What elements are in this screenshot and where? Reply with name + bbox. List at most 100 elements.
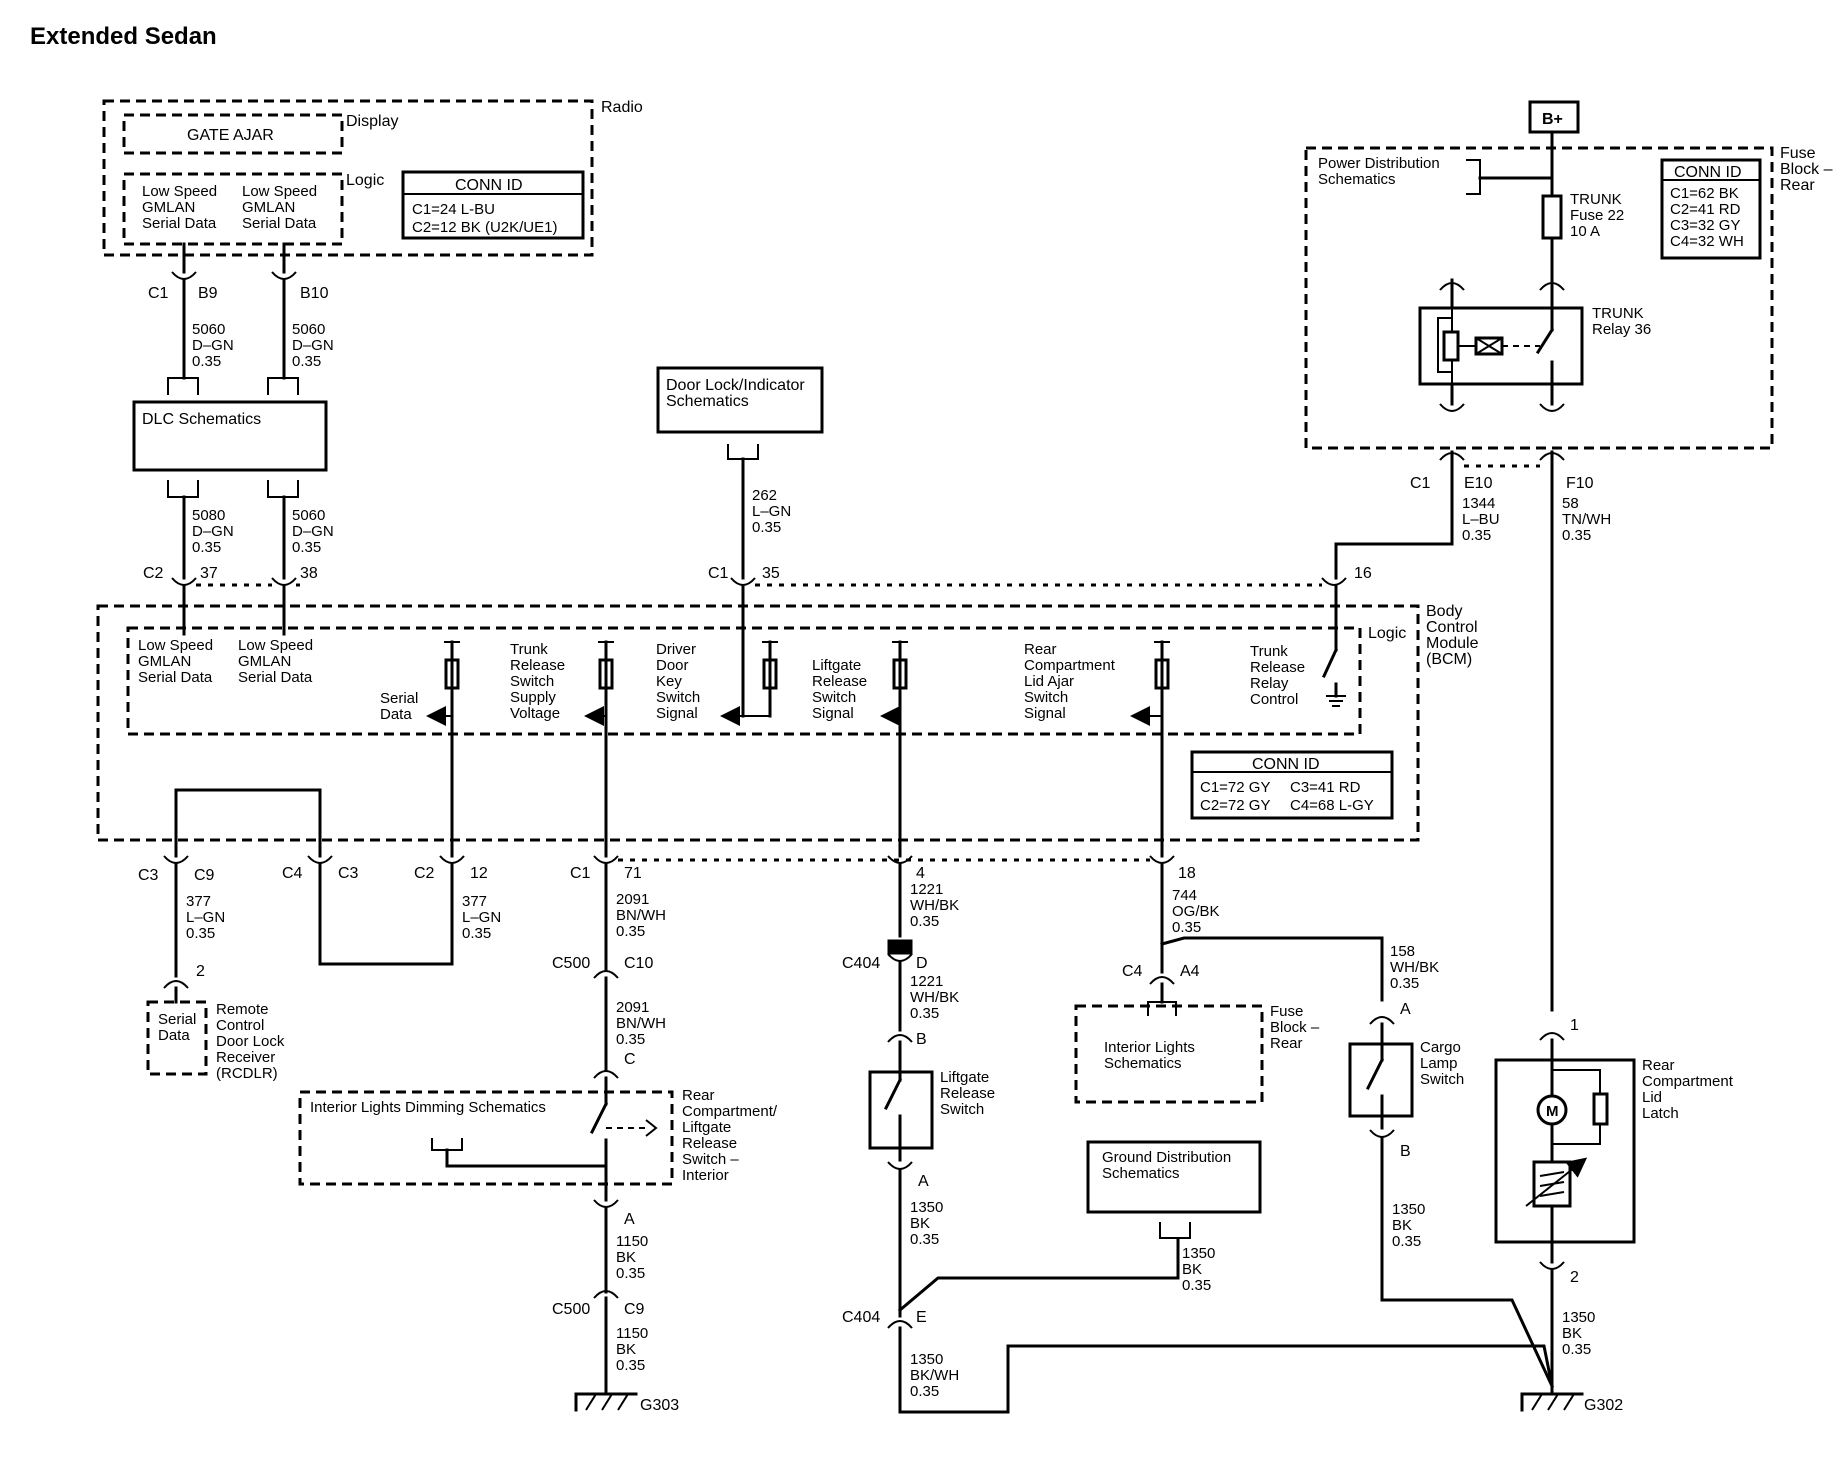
svg-text:D–GN: D–GN bbox=[292, 337, 334, 354]
svg-text:C3: C3 bbox=[338, 865, 359, 882]
svg-text:Rear: Rear bbox=[1270, 1035, 1303, 1052]
svg-text:Low Speed: Low Speed bbox=[238, 637, 313, 654]
svg-text:Compartment: Compartment bbox=[1642, 1073, 1734, 1090]
radio-conn-id-title: CONN ID bbox=[455, 177, 523, 194]
svg-text:C3: C3 bbox=[138, 867, 159, 884]
svg-text:1150: 1150 bbox=[616, 1233, 648, 1250]
svg-text:0.35: 0.35 bbox=[1562, 1341, 1591, 1358]
svg-text:0.35: 0.35 bbox=[292, 353, 321, 370]
svg-text:Control: Control bbox=[1426, 619, 1478, 636]
interior-dimming-box: Interior Lights Dimming Schematics Rear … bbox=[298, 1076, 778, 1202]
svg-text:BK: BK bbox=[1182, 1261, 1202, 1278]
svg-text:Rear: Rear bbox=[682, 1087, 715, 1104]
svg-text:Release: Release bbox=[812, 673, 867, 690]
svg-text:Liftgate: Liftgate bbox=[682, 1119, 731, 1136]
svg-text:58: 58 bbox=[1562, 495, 1579, 512]
svg-text:C1: C1 bbox=[708, 565, 729, 582]
fuse-block-rear: B+ Fuse Block – Rear Power Distribution … bbox=[1304, 100, 1833, 492]
svg-text:Serial Data: Serial Data bbox=[238, 669, 313, 686]
gate-ajar-label: GATE AJAR bbox=[187, 127, 274, 144]
svg-text:D–GN: D–GN bbox=[192, 337, 234, 354]
svg-text:Release: Release bbox=[510, 657, 565, 674]
svg-text:Switch: Switch bbox=[1024, 689, 1068, 706]
svg-text:C10: C10 bbox=[624, 955, 653, 972]
display-label: Display bbox=[346, 113, 398, 130]
svg-text:Release: Release bbox=[940, 1085, 995, 1102]
interior-lights-box: Interior Lights Schematics Fuse Block – … bbox=[1074, 1003, 1320, 1104]
cargo-lamp-switch: Cargo Lamp Switch bbox=[1348, 1022, 1464, 1130]
svg-text:Body: Body bbox=[1426, 603, 1462, 620]
svg-text:A: A bbox=[918, 1173, 929, 1190]
svg-text:0.35: 0.35 bbox=[192, 539, 221, 556]
svg-text:Trunk: Trunk bbox=[1250, 643, 1288, 660]
svg-text:Signal: Signal bbox=[812, 705, 854, 722]
svg-text:G302: G302 bbox=[1584, 1397, 1623, 1414]
svg-text:D–GN: D–GN bbox=[292, 523, 334, 540]
svg-text:Schematics: Schematics bbox=[1318, 171, 1396, 188]
svg-text:Low Speed: Low Speed bbox=[242, 183, 317, 200]
svg-text:BK/WH: BK/WH bbox=[910, 1367, 959, 1384]
svg-text:Switch: Switch bbox=[656, 689, 700, 706]
svg-text:Door: Door bbox=[656, 657, 689, 674]
radio-logic-label: Logic bbox=[346, 172, 384, 189]
svg-text:L–GN: L–GN bbox=[462, 909, 501, 926]
svg-text:35: 35 bbox=[762, 565, 780, 582]
svg-text:4: 4 bbox=[916, 865, 925, 882]
svg-text:18: 18 bbox=[1178, 865, 1196, 882]
svg-text:GMLAN: GMLAN bbox=[142, 199, 195, 216]
svg-text:1221: 1221 bbox=[910, 973, 943, 990]
svg-text:Fuse: Fuse bbox=[1780, 145, 1816, 162]
svg-text:GMLAN: GMLAN bbox=[238, 653, 291, 670]
battery-positive-label: B+ bbox=[1542, 111, 1563, 128]
ground-g303-symbol: G303 bbox=[574, 1392, 679, 1414]
dlc-schematics-box: DLC Schematics bbox=[132, 400, 328, 472]
svg-text:1: 1 bbox=[1570, 1017, 1579, 1034]
svg-text:10 A: 10 A bbox=[1570, 223, 1600, 240]
svg-text:Rear: Rear bbox=[1642, 1057, 1675, 1074]
svg-text:BK: BK bbox=[1562, 1325, 1582, 1342]
svg-text:0.35: 0.35 bbox=[1462, 527, 1491, 544]
svg-text:Trunk: Trunk bbox=[510, 641, 548, 658]
svg-text:Fuse 22: Fuse 22 bbox=[1570, 207, 1624, 224]
door-lock-schematics-box: Door Lock/Indicator Schematics bbox=[656, 366, 824, 434]
liftgate-release-switch: Liftgate Release Switch bbox=[868, 1040, 995, 1162]
svg-text:C404: C404 bbox=[842, 1309, 880, 1326]
motor-symbol: M bbox=[1546, 1103, 1559, 1120]
svg-text:(BCM): (BCM) bbox=[1426, 651, 1472, 668]
svg-text:C404: C404 bbox=[842, 955, 880, 972]
svg-text:C500: C500 bbox=[552, 955, 590, 972]
svg-text:BN/WH: BN/WH bbox=[616, 1015, 666, 1032]
svg-text:Interior Lights Dimming Schema: Interior Lights Dimming Schematics bbox=[310, 1099, 546, 1116]
svg-text:38: 38 bbox=[300, 565, 318, 582]
svg-text:0.35: 0.35 bbox=[186, 925, 215, 942]
svg-text:E: E bbox=[916, 1309, 927, 1326]
svg-text:Latch: Latch bbox=[1642, 1105, 1679, 1122]
rear-compartment-lid-latch: Rear Compartment Lid Latch M bbox=[1494, 1038, 1734, 1264]
svg-text:L–GN: L–GN bbox=[186, 909, 225, 926]
svg-text:0.35: 0.35 bbox=[1562, 527, 1591, 544]
svg-text:C2=41 RD: C2=41 RD bbox=[1670, 201, 1741, 218]
svg-text:Release: Release bbox=[1250, 659, 1305, 676]
svg-text:Serial Data: Serial Data bbox=[142, 215, 217, 232]
svg-text:Rear: Rear bbox=[1024, 641, 1057, 658]
svg-text:C1=72 GY: C1=72 GY bbox=[1200, 779, 1270, 796]
svg-text:Switch: Switch bbox=[510, 673, 554, 690]
svg-text:0.35: 0.35 bbox=[752, 519, 781, 536]
svg-text:WH/BK: WH/BK bbox=[1390, 959, 1439, 976]
radio-label: Radio bbox=[601, 99, 643, 116]
svg-text:A: A bbox=[1400, 1001, 1411, 1018]
svg-text:G303: G303 bbox=[640, 1397, 679, 1414]
svg-text:C2=12 BK (U2K/UE1): C2=12 BK (U2K/UE1) bbox=[412, 219, 557, 236]
svg-text:Module: Module bbox=[1426, 635, 1479, 652]
svg-text:E10: E10 bbox=[1464, 475, 1493, 492]
svg-text:1344: 1344 bbox=[1462, 495, 1495, 512]
svg-text:Lid Ajar: Lid Ajar bbox=[1024, 673, 1074, 690]
svg-text:CONN ID: CONN ID bbox=[1674, 164, 1742, 181]
svg-text:Rear: Rear bbox=[1780, 177, 1815, 194]
svg-text:0.35: 0.35 bbox=[616, 1031, 645, 1048]
svg-text:C1: C1 bbox=[148, 285, 169, 302]
svg-text:1350: 1350 bbox=[1562, 1309, 1595, 1326]
svg-text:DLC Schematics: DLC Schematics bbox=[142, 411, 261, 428]
svg-text:0.35: 0.35 bbox=[462, 925, 491, 942]
svg-text:1350: 1350 bbox=[910, 1199, 943, 1216]
